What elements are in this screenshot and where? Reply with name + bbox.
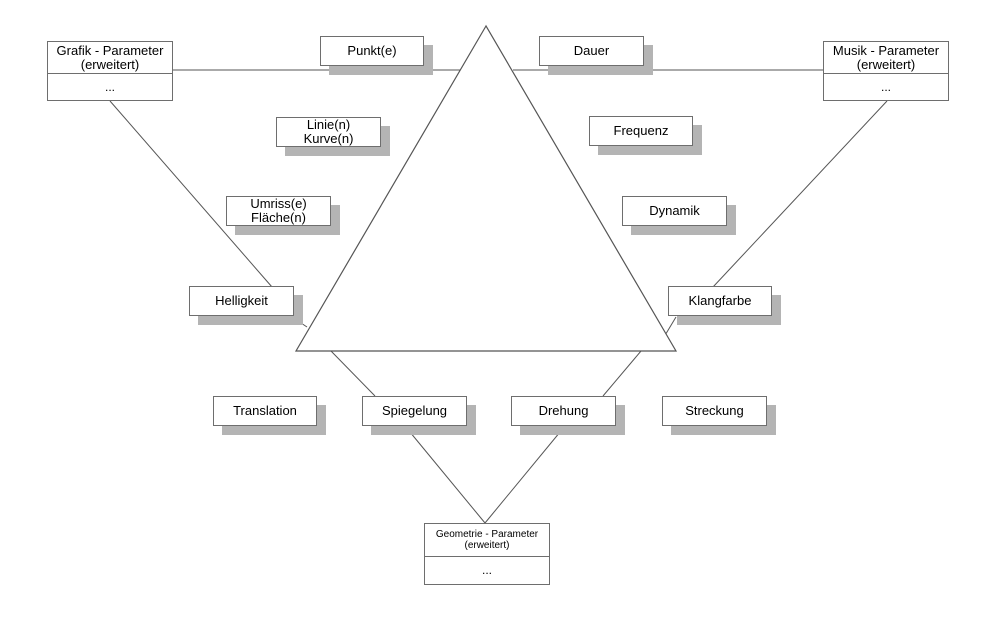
label-spiegelung: Spiegelung (362, 396, 467, 426)
musik-body: ... (880, 80, 891, 94)
connector-triangle-spiegelung (330, 350, 376, 397)
label-frequenz: Frequenz (589, 116, 693, 146)
central-triangle (294, 24, 678, 352)
label-umriss-flaeche: Umriss(e) Fläche(n) (226, 196, 331, 226)
musik-subtitle: (erweitert) (856, 56, 916, 72)
connector-drehung-geometrie (484, 425, 566, 524)
label-linie-kurve: Linie(n) Kurve(n) (276, 117, 381, 147)
label-klangfarbe: Klangfarbe (668, 286, 772, 316)
geometrie-title: Geometrie - Parameter (435, 529, 539, 540)
label-dynamik: Dynamik (622, 196, 727, 226)
musik-title: Musik - Parameter (832, 42, 940, 58)
geometrie-subtitle: (erweitert) (464, 540, 510, 551)
grafik-subtitle: (erweitert) (80, 56, 140, 72)
geometrie-body: ... (481, 563, 492, 577)
grafik-title: Grafik - Parameter (56, 42, 164, 58)
connector-spiegelung-geometrie (404, 425, 486, 524)
label-dauer: Dauer (539, 36, 644, 66)
label-drehung: Drehung (511, 396, 616, 426)
grafik-parameter-box: Grafik - Parameter (erweitert) ... (47, 41, 173, 101)
connector-triangle-drehung (602, 350, 642, 397)
connector-grafik-helligkeit (109, 100, 273, 288)
label-punkt: Punkt(e) (320, 36, 424, 66)
label-streckung: Streckung (662, 396, 767, 426)
geometrie-parameter-box: Geometrie - Parameter (erweitert) ... (424, 523, 550, 585)
connector-helligkeit-triangle (291, 316, 308, 328)
grafik-body: ... (104, 80, 115, 94)
connector-musik-klangfarbe (712, 100, 888, 288)
label-translation: Translation (213, 396, 317, 426)
label-helligkeit: Helligkeit (189, 286, 294, 316)
musik-parameter-box: Musik - Parameter (erweitert) ... (823, 41, 949, 101)
